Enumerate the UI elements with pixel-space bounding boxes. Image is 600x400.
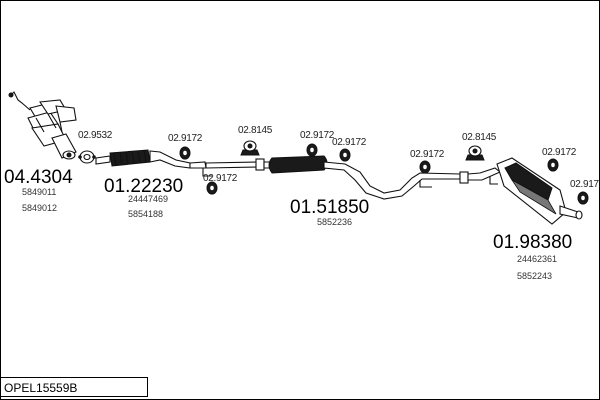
manifold-runner-4 bbox=[55, 105, 77, 123]
rubber-hanger-hole bbox=[423, 164, 427, 170]
fitting-label: 02.9172 bbox=[203, 173, 238, 184]
rubber-hanger-hole bbox=[310, 147, 314, 153]
rear-hanger bbox=[489, 176, 498, 185]
rubber-hanger-2 bbox=[206, 181, 218, 195]
catalyst-outlet-hole bbox=[66, 152, 72, 158]
rear-silencer-shade bbox=[504, 162, 553, 201]
gasket-bolt-right bbox=[92, 155, 96, 159]
oem-number: 5849011 bbox=[22, 187, 56, 197]
rubber-hanger-hole bbox=[210, 185, 214, 191]
fitting-label: 02.9172 bbox=[168, 133, 203, 144]
manifold-assembly bbox=[8, 91, 77, 160]
front-pipe-inlet bbox=[95, 155, 111, 165]
fitting-label: 02.9172 bbox=[332, 137, 367, 148]
oem-number: 5852236 bbox=[317, 217, 352, 227]
fitting-label: 02.8145 bbox=[462, 132, 497, 143]
part-number-middle-silencer: 01.51850 bbox=[290, 197, 369, 218]
front-pipe bbox=[95, 149, 265, 177]
clamp-1 bbox=[255, 158, 265, 171]
mount-hole bbox=[472, 148, 478, 154]
oem-number: 24447469 bbox=[128, 194, 168, 204]
rear-inlet-pipe bbox=[467, 167, 502, 181]
front-pipe-tail bbox=[205, 161, 259, 169]
rubber-hanger-6 bbox=[547, 158, 559, 172]
fitting-label: 02.9172 bbox=[570, 179, 600, 190]
rubber-hanger-7 bbox=[577, 191, 589, 205]
fitting-label: 02.8145 bbox=[238, 125, 273, 136]
reference-code: OPEL15559B bbox=[4, 381, 78, 395]
fitting-label: 02.9172 bbox=[300, 130, 335, 141]
clamp-2 bbox=[459, 171, 469, 184]
rear-silencer-part bbox=[467, 157, 583, 225]
front-pipe-joint bbox=[189, 161, 207, 169]
oem-number: 5854188 bbox=[128, 209, 163, 219]
part-number-front-pipe: 01.22230 bbox=[104, 176, 183, 197]
mount-1 bbox=[240, 140, 260, 156]
front-pipe-hanger bbox=[202, 168, 212, 177]
gasket-02-9532 bbox=[78, 150, 96, 164]
reference-box: OPEL15559B bbox=[0, 377, 148, 397]
rubber-hanger-hole bbox=[343, 152, 347, 158]
flex-ribs bbox=[113, 149, 147, 166]
oem-number: 5849012 bbox=[22, 203, 57, 213]
gasket-hole bbox=[83, 153, 91, 161]
oem-number: 5852243 bbox=[517, 271, 552, 281]
rubber-hanger-hole bbox=[551, 162, 555, 168]
sensor-plug bbox=[8, 92, 14, 98]
rubber-hanger-hole bbox=[183, 150, 187, 156]
fitting-label: 02.9172 bbox=[542, 147, 577, 158]
middle-silencer-part bbox=[263, 155, 469, 200]
middle-pipe-hanger bbox=[419, 180, 432, 188]
part-number-manifold: 04.4304 bbox=[4, 167, 73, 188]
fitting-label: 02.9172 bbox=[410, 149, 445, 160]
tail-pipe bbox=[559, 205, 579, 219]
middle-pipe bbox=[323, 161, 461, 200]
part-number-rear-silencer: 01.98380 bbox=[493, 232, 572, 253]
fitting-label: 02.9532 bbox=[78, 130, 113, 141]
gasket-bolt-left bbox=[78, 155, 82, 159]
mount-2 bbox=[465, 145, 485, 161]
rubber-hanger-5 bbox=[419, 160, 431, 174]
manifold-detail bbox=[35, 113, 63, 133]
rubber-hanger-4 bbox=[339, 148, 351, 162]
middle-silencer-body bbox=[268, 155, 328, 174]
oem-number: 24462361 bbox=[517, 254, 557, 264]
rubber-hanger-3 bbox=[306, 143, 318, 157]
rubber-hanger-hole bbox=[581, 195, 585, 201]
rubber-hanger-1 bbox=[179, 146, 191, 160]
tail-pipe-end bbox=[575, 210, 583, 220]
rear-silencer-side bbox=[511, 179, 557, 215]
mount-hole bbox=[247, 143, 253, 149]
